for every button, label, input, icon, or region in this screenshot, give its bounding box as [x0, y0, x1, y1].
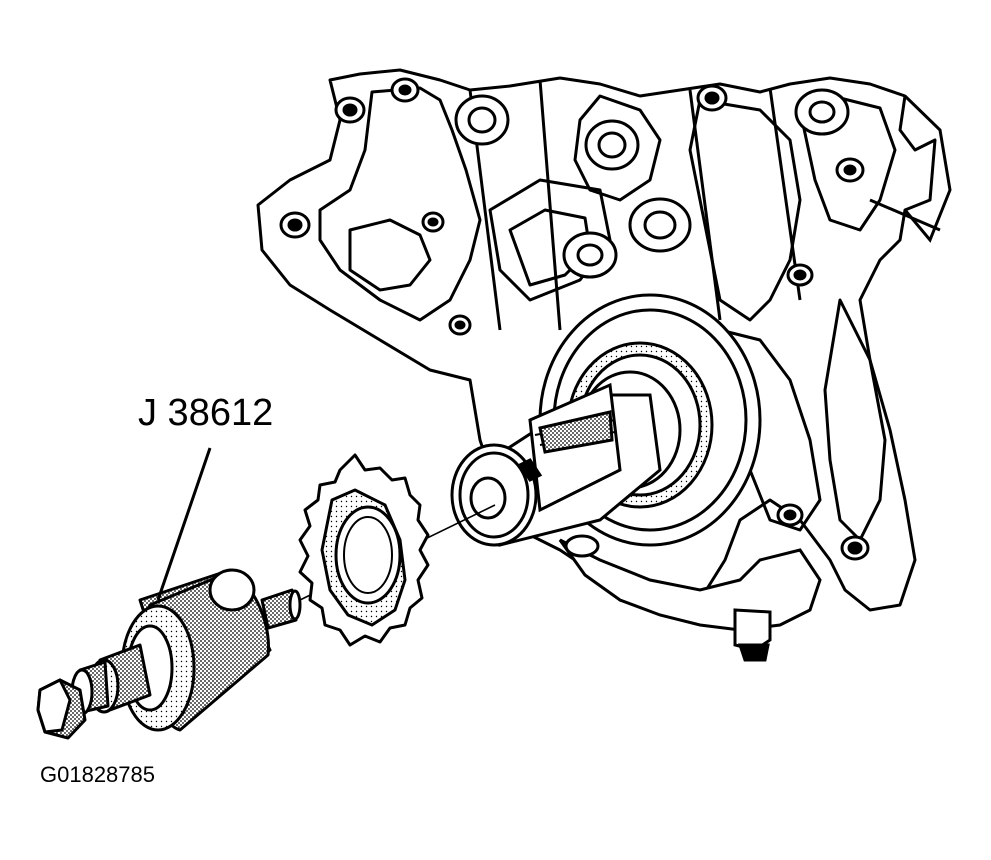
tool-callout-label: J 38612 — [138, 392, 274, 434]
crankshaft-nose — [450, 382, 662, 547]
tool-leader-line — [156, 447, 212, 601]
cover-bolt-bosses — [279, 77, 870, 561]
crankshaft-sprocket — [298, 453, 430, 647]
oil-pump-housing — [558, 534, 822, 662]
installer-tool — [36, 568, 302, 740]
engine-block-side — [869, 94, 952, 243]
figure-id: G01828785 — [40, 762, 155, 787]
